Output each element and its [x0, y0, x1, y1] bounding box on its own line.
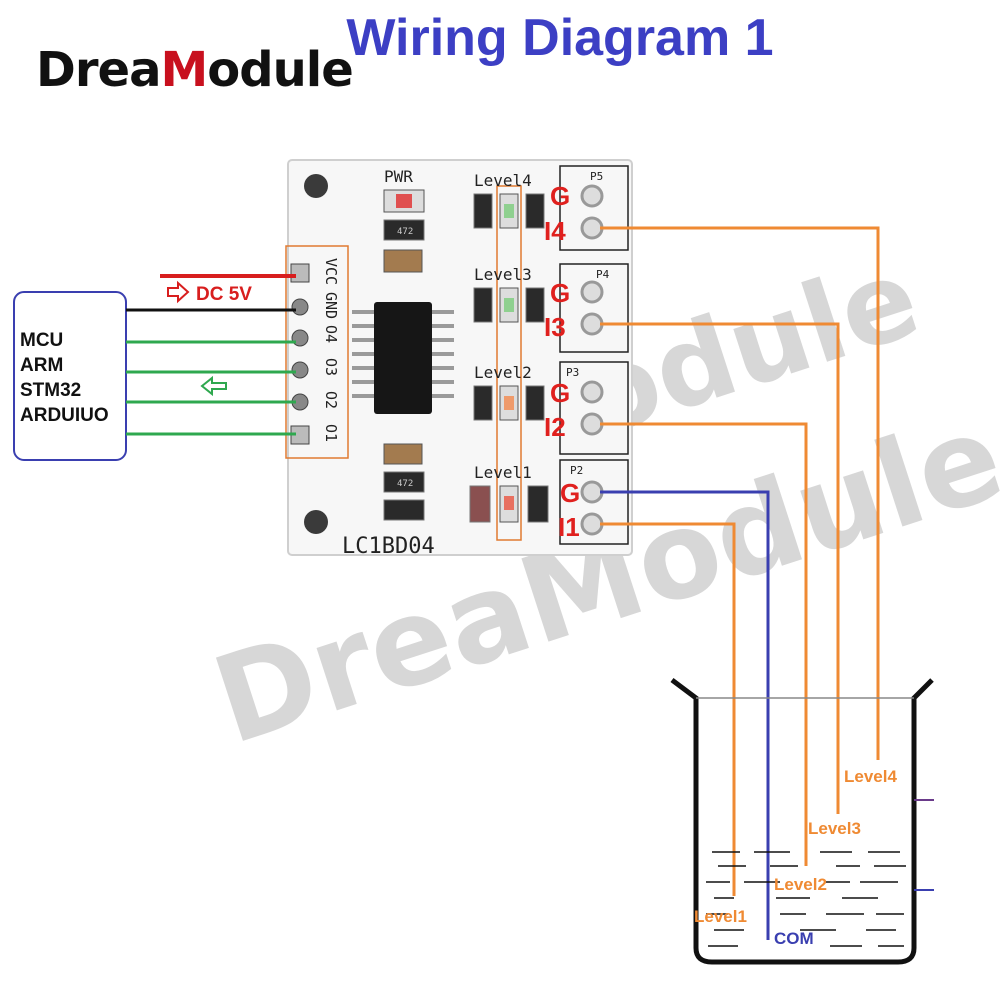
pin-label-vcc: VCC — [322, 258, 340, 285]
water-surface — [706, 851, 906, 947]
tank-level4-label: Level4 — [844, 767, 897, 786]
mcu-label-line4: ARDUIUO — [20, 405, 109, 426]
port-p2-label: P2 — [570, 464, 583, 477]
brand-logo: DreaModule — [36, 42, 354, 98]
level3-row: Level3 — [473, 265, 545, 323]
mcu-box — [13, 291, 127, 461]
dc5v-arrow — [167, 280, 190, 304]
ic-chip — [352, 302, 454, 414]
pin-label-o2: O2 — [322, 391, 340, 409]
beaker-outline — [670, 678, 934, 965]
pwr-capacitor — [383, 249, 423, 273]
pcb-board — [287, 159, 633, 556]
header-pin-labels: VCC GND O4 O3 O2 O1 — [322, 258, 340, 442]
logo-prefix: Drea — [36, 42, 161, 98]
level2-row: Level2 — [473, 363, 545, 421]
port-p5-label: P5 — [590, 170, 603, 183]
p4-g-label: G — [550, 278, 570, 308]
header-pin-outline — [285, 245, 349, 459]
i3-wire — [600, 322, 840, 814]
tank-level2-label: Level2 — [774, 875, 827, 894]
signal-wires — [126, 340, 296, 436]
diagram-title: Wiring Diagram 1 — [346, 9, 774, 67]
level4-label: Level4 — [474, 171, 532, 190]
mcu-label-line1: MCU — [20, 330, 64, 351]
tank-level1-label: Level1 — [694, 907, 747, 926]
pin-label-o3: O3 — [322, 358, 340, 376]
i3-label: I3 — [544, 312, 566, 342]
tank-level3-label: Level3 — [808, 819, 861, 838]
logo-m: M — [160, 42, 208, 98]
pwr-resistor — [383, 219, 425, 241]
level1-row: Level1 — [469, 463, 549, 523]
ic-body — [374, 302, 432, 414]
level1-label: Level1 — [474, 463, 532, 482]
pin-label-o4: O4 — [322, 325, 340, 343]
tank-com-label: COM — [774, 929, 814, 948]
header-pin-o4 — [291, 329, 309, 347]
header-pin-vcc — [290, 263, 310, 283]
level3-label: Level3 — [474, 265, 532, 284]
p5-g-label: G — [550, 181, 570, 211]
mcu-label-line3: STM32 — [20, 380, 82, 401]
i4-label: I4 — [544, 216, 566, 246]
port-p3-label: P3 — [566, 366, 579, 379]
i2-wire — [600, 422, 808, 866]
pin-label-o1: O1 — [322, 424, 340, 442]
i1-wire — [600, 522, 736, 896]
mcu-label-line2: ARM — [20, 355, 64, 376]
level4-row: Level4 — [473, 171, 545, 229]
beaker — [670, 678, 934, 965]
signal-direction-arrow — [200, 375, 227, 397]
com-wire — [600, 490, 770, 940]
bottom-diode — [383, 499, 425, 521]
port-labels: P5 P4 P3 P2 — [566, 170, 610, 477]
board-name: LC1BD04 — [342, 534, 435, 559]
pwr-resistor-code: 472 — [397, 227, 413, 237]
terminal-p4 — [559, 263, 629, 353]
logo-suffix: odule — [207, 42, 354, 98]
i2-label: I2 — [544, 412, 566, 442]
bottom-resistor — [383, 471, 425, 493]
bottom-capacitor — [383, 443, 423, 465]
i4-wire — [600, 226, 880, 760]
tank-probe-labels: Level4 Level3 Level2 Level1 — [694, 767, 897, 926]
mcu-labels: MCU ARM STM32 ARDUIUO — [20, 328, 109, 428]
pwr-label: PWR — [384, 167, 413, 186]
ic-pins — [352, 310, 454, 398]
p2-g-label: G — [560, 478, 580, 508]
terminal-p5 — [559, 165, 629, 251]
led-column-outline — [496, 185, 522, 541]
pin-label-gnd: GND — [322, 292, 340, 319]
probe-wires — [600, 226, 880, 896]
dc5v-label: DC 5V — [196, 284, 252, 305]
terminal-blocks — [559, 165, 629, 545]
pin-letter-labels: G I4 G I3 G I2 G I1 — [544, 181, 580, 542]
level2-label: Level2 — [474, 363, 532, 382]
i1-label: I1 — [558, 512, 580, 542]
header-pin-o3 — [291, 361, 309, 379]
header-pin-gnd — [291, 298, 309, 316]
terminal-p2 — [559, 459, 629, 545]
port-p4-label: P4 — [596, 268, 610, 281]
bottom-resistor-code: 472 — [397, 479, 413, 489]
mounting-hole-top — [304, 174, 328, 198]
terminal-p3 — [559, 361, 629, 455]
p3-g-label: G — [550, 378, 570, 408]
mounting-hole-bottom — [304, 510, 328, 534]
